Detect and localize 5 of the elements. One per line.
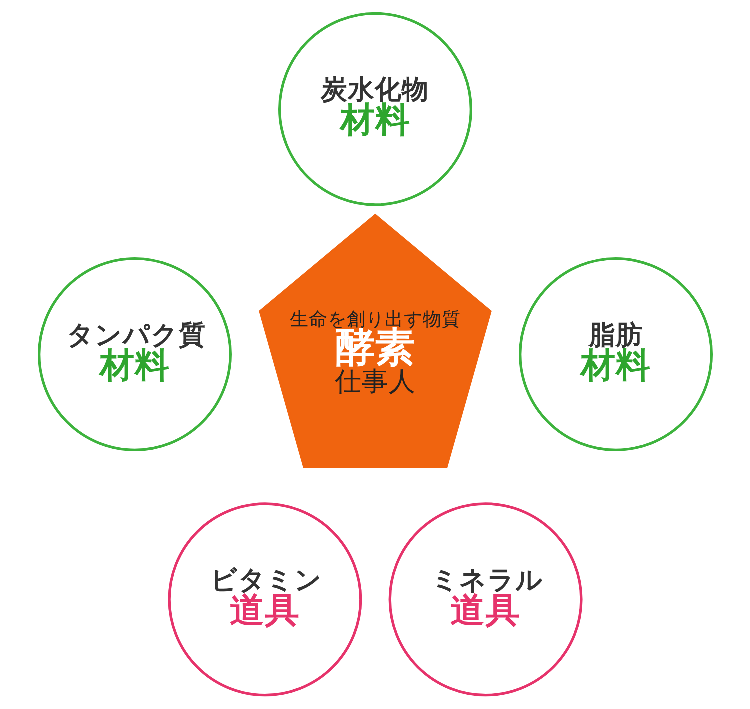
node-circle: ビタミン 道具 <box>168 502 362 697</box>
node-circle: タンパク質 材料 <box>37 258 232 452</box>
node-circle: 炭水化物 材料 <box>278 12 472 206</box>
node-circle: ミネラル 道具 <box>388 502 582 697</box>
node-circle: 脂肪 材料 <box>518 258 713 452</box>
